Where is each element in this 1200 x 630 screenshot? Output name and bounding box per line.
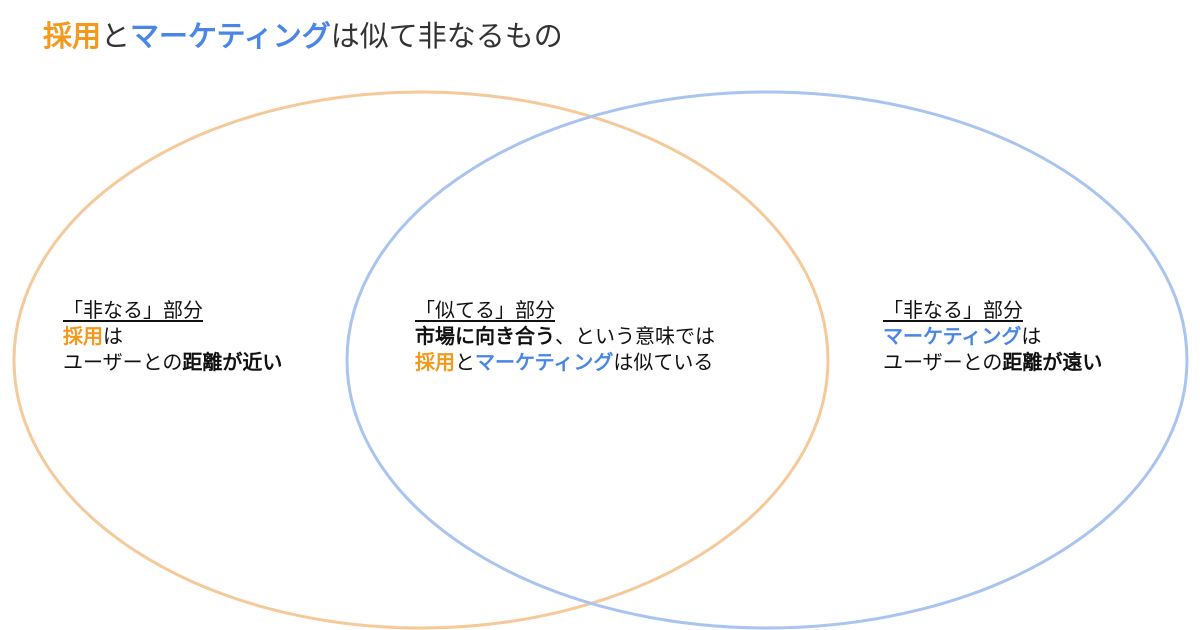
right-line2-plain: ユーザーとの: [883, 350, 1003, 374]
left-line-1: 採用は: [63, 323, 282, 349]
center-region-label: 「似てる」部分 市場に向き合う、という意味では 採用とマーケティングは似ている: [415, 297, 715, 375]
center-line2-mid: と: [455, 350, 475, 374]
center-line1-rest: 、という意味では: [555, 324, 715, 348]
center-line-1: 市場に向き合う、という意味では: [415, 323, 715, 349]
right-region-label: 「非なる」部分 マーケティングは ユーザーとの距離が遠い: [883, 297, 1102, 375]
right-line1-rest: は: [1021, 324, 1042, 348]
left-region-label: 「非なる」部分 採用は ユーザーとの距離が近い: [63, 297, 282, 375]
title-recruiting: 採用: [43, 19, 102, 53]
title-marketing: マーケティング: [130, 19, 331, 53]
left-line1-rest: は: [103, 324, 123, 348]
left-line-2: ユーザーとの距離が近い: [63, 349, 282, 375]
left-line2-bold: 距離が近い: [182, 350, 283, 374]
center-marketing: マーケティング: [475, 350, 614, 374]
center-heading: 「似てる」部分: [415, 298, 555, 322]
right-line-1: マーケティングは: [883, 323, 1102, 349]
center-line-2: 採用とマーケティングは似ている: [415, 349, 715, 375]
center-recruiting: 採用: [415, 350, 455, 374]
diagram-title: 採用とマーケティングは似て非なるもの: [43, 16, 563, 56]
center-line1-bold: 市場に向き合う: [415, 324, 555, 348]
left-heading: 「非なる」部分: [63, 298, 203, 322]
right-line2-bold: 距離が遠い: [1002, 350, 1103, 374]
left-recruiting: 採用: [63, 324, 103, 348]
left-circle: [12, 90, 830, 630]
title-rest: は似て非なるもの: [330, 19, 563, 53]
right-circle: [345, 90, 1189, 630]
center-line2-rest: は似ている: [613, 350, 714, 374]
right-marketing: マーケティング: [883, 324, 1022, 348]
right-line-2: ユーザーとの距離が遠い: [883, 349, 1102, 375]
right-heading: 「非なる」部分: [883, 298, 1023, 322]
left-line2-plain: ユーザーとの: [63, 350, 183, 374]
title-to: と: [101, 19, 131, 53]
